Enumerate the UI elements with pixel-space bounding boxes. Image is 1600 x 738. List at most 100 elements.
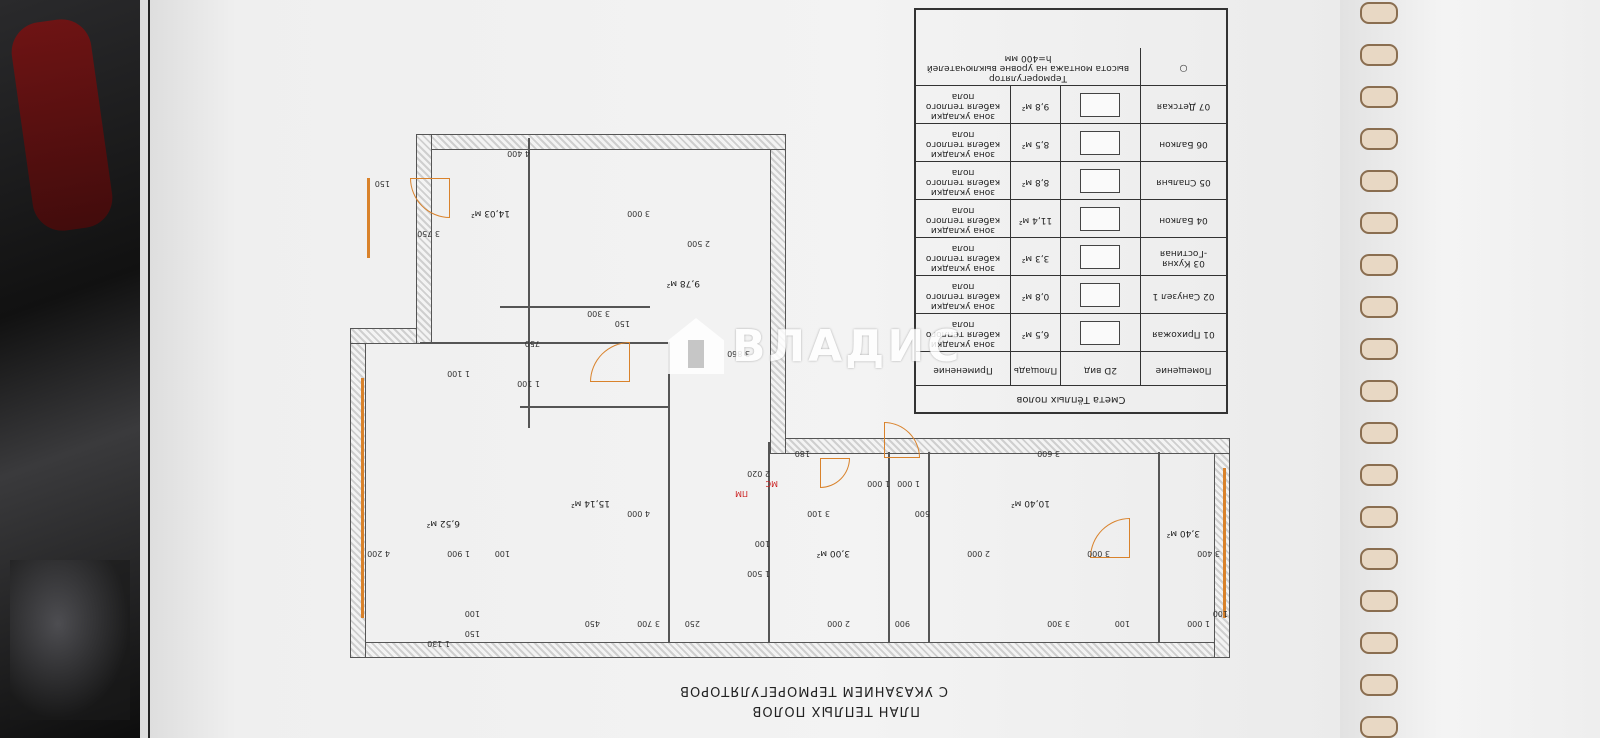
dimension: 180 [794, 449, 810, 458]
binding-ring [1360, 548, 1398, 570]
dimension: 3 700 [637, 619, 660, 628]
room-area-label: 3,40 м² [1166, 528, 1200, 538]
door [820, 458, 850, 488]
footer-icon-cell: ○ [1140, 48, 1226, 86]
plan-title-line2: С УКАЗАНИЕМ ТЕРМОРЕГУЛЯТОРОВ [679, 683, 948, 698]
dimension: 1 000 [867, 479, 890, 488]
dimension: 450 [584, 619, 600, 628]
paper-border-line [148, 0, 150, 738]
mc-label: МС [765, 479, 779, 488]
thermostat-icon: ○ [1179, 62, 1188, 73]
partition [668, 342, 670, 642]
binding-ring [1360, 674, 1398, 696]
binding-ring [1360, 2, 1398, 24]
dimension: 2 020 [747, 469, 770, 478]
dimension: 150 [464, 629, 480, 638]
partition [928, 452, 930, 642]
binding-ring [1360, 422, 1398, 444]
table-row: 07 Детская 9,8 м² зона укладки кабеля те… [916, 85, 1226, 124]
dimension: 2 000 [967, 549, 990, 558]
footer-note: высота монтажа на уровне выключателей h=… [926, 53, 1130, 73]
room-area-label: 10,40 м² [1010, 498, 1050, 508]
door [884, 422, 920, 458]
paper-sheet [140, 0, 1340, 738]
dimension: 150 [374, 179, 390, 188]
binding-ring [1360, 716, 1398, 738]
partition [520, 406, 670, 408]
binding-ring [1360, 170, 1398, 192]
dimension: 3 400 [1197, 549, 1220, 558]
dimension: 2 500 [687, 239, 710, 248]
next-page [1340, 0, 1600, 738]
binding-ring [1360, 86, 1398, 108]
room-area-label: 15,14 м² [570, 498, 610, 508]
dimension: 3 600 [1037, 449, 1060, 458]
table-footer: ○ Терморегулятор высота монтажа на уровн… [916, 48, 1226, 86]
room-area-label: 3,00 м² [816, 548, 850, 558]
partition [420, 342, 670, 344]
wall-right-upper [416, 134, 432, 344]
dimension: 100 [754, 539, 770, 548]
dimension: 1 000 [1187, 619, 1210, 628]
binding-ring [1360, 632, 1398, 654]
dimension: 3 000 [627, 209, 650, 218]
dimension: 2 000 [827, 619, 850, 628]
binding-ring [1360, 296, 1398, 318]
dimension: 100 [1114, 619, 1130, 628]
plan-title-line1: ПЛАН ТЕПЛЫХ ПОЛОВ [751, 703, 921, 718]
bag-shine [10, 560, 130, 720]
binding-ring [1360, 212, 1398, 234]
binding-ring [1360, 338, 1398, 360]
wall-left-lower [1214, 438, 1230, 658]
dimension: 3 300 [1047, 619, 1070, 628]
binding-ring [1360, 44, 1398, 66]
dimension: 1 900 [447, 549, 470, 558]
dimension: 1 100 [447, 369, 470, 378]
dimension: 1 100 [517, 379, 540, 388]
dimension: 3 000 [1087, 549, 1110, 558]
apartment-plan: 3,40 м² 10,40 м² 3,00 м² 15,14 м² 6,52 м… [350, 128, 1230, 658]
partition [500, 306, 650, 308]
dimension: 500 [914, 509, 930, 518]
dimension: 900 [894, 619, 910, 628]
watermark-house-icon [668, 318, 724, 374]
row-area: 9,8 м² [1010, 86, 1060, 124]
window [367, 178, 370, 258]
binding-ring [1360, 464, 1398, 486]
wall-step [770, 438, 1230, 454]
row-room: 07 Детская [1140, 86, 1226, 124]
row-swatch [1060, 86, 1140, 124]
binding-ring [1360, 380, 1398, 402]
room-area-label: 9,78 м² [666, 278, 700, 288]
room-area-label: 6,52 м² [426, 518, 460, 528]
dimension: 4 200 [367, 549, 390, 558]
dimension: 4 400 [507, 149, 530, 158]
dimension: 100 [1212, 609, 1228, 618]
wall-top [416, 134, 786, 150]
row-use: зона укладки кабеля теплого пола [925, 91, 1001, 121]
dimension: 100 [494, 549, 510, 558]
binding-ring [1360, 506, 1398, 528]
dimension: 1 000 [897, 479, 920, 488]
dimension: 250 [684, 619, 700, 628]
dimension: 3 300 [587, 309, 610, 318]
dimension: 150 [614, 319, 630, 328]
binding-ring [1360, 590, 1398, 612]
dimension: 1 500 [747, 569, 770, 578]
window [361, 378, 364, 618]
watermark: ВЛАДИС [668, 318, 962, 374]
wall-left-upper [770, 134, 786, 454]
pm-label: ПМ [735, 489, 748, 498]
background-bag [0, 0, 160, 738]
binding-ring [1360, 254, 1398, 276]
dimension: 100 [464, 609, 480, 618]
partition [1158, 452, 1160, 642]
footer-label: Терморегулятор [989, 72, 1067, 83]
wall-bottom [350, 642, 1230, 658]
footer-text: Терморегулятор высота монтажа на уровне … [916, 48, 1140, 86]
swatch-icon [1080, 93, 1121, 117]
dimension: 1 130 [427, 639, 450, 648]
dimension: 3 750 [417, 229, 440, 238]
dimension: 4 000 [627, 509, 650, 518]
door [590, 342, 630, 382]
